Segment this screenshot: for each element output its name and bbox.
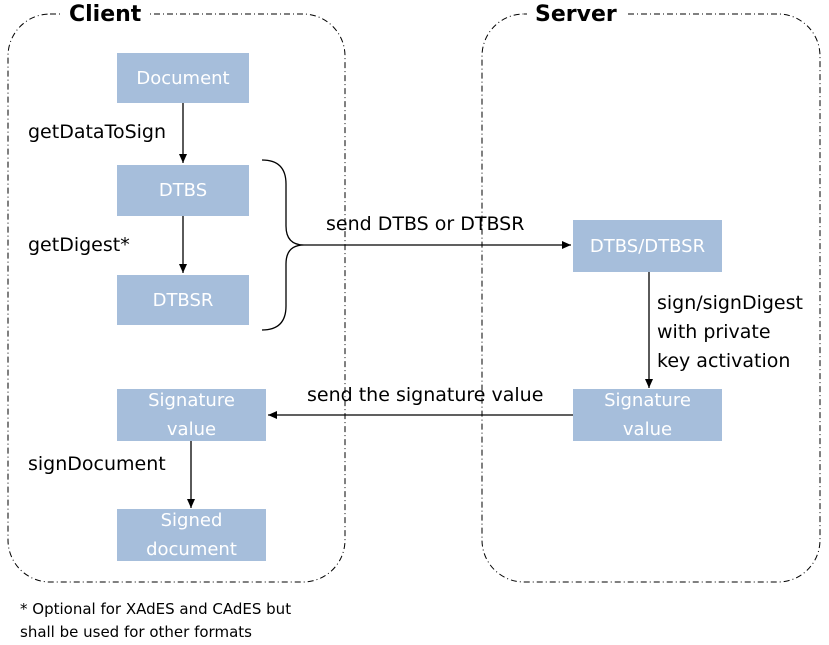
get-digest-label: getDigest* bbox=[28, 234, 130, 256]
dtbsr-box: DTBSR bbox=[117, 275, 249, 325]
footnote: * Optional for XAdES and CAdES but shall… bbox=[20, 600, 292, 641]
server-region-title: Server bbox=[527, 1, 625, 29]
server-region-border bbox=[481, 13, 821, 583]
get-data-to-sign-label: getDataToSign bbox=[28, 121, 167, 143]
send-dtbs-label: send DTBS or DTBSR bbox=[326, 213, 525, 235]
client-region-border bbox=[7, 13, 346, 583]
curly-brace bbox=[261, 159, 305, 331]
server-dtbs-box: DTBS/DTBSR bbox=[573, 220, 722, 272]
sign-document-label: signDocument bbox=[28, 453, 166, 475]
send-signature-label: send the signature value bbox=[307, 384, 544, 406]
client-signature-value-box: Signature value bbox=[117, 389, 266, 441]
sign-digest-label: sign/signDigest with private key activat… bbox=[657, 292, 803, 372]
dtbs-box: DTBS bbox=[117, 165, 249, 216]
document-box: Document bbox=[117, 53, 249, 103]
client-region-title: Client bbox=[61, 1, 150, 29]
signed-document-box: Signed document bbox=[117, 509, 266, 561]
server-signature-value-box: Signature value bbox=[573, 389, 722, 441]
